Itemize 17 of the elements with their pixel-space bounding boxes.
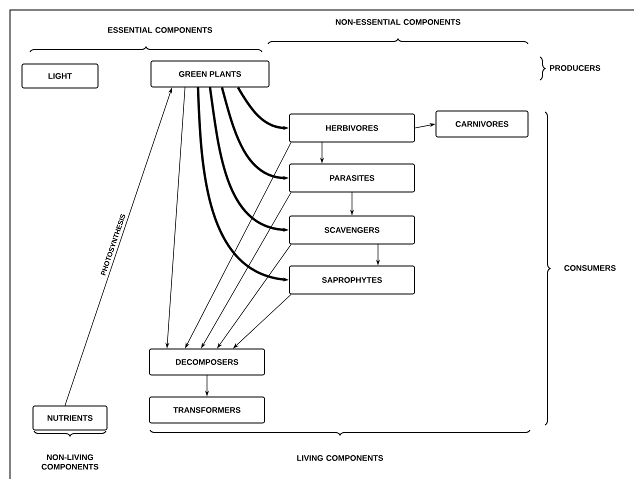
box: SAPROPHYTES: [289, 266, 415, 294]
box: HERBIVORES: [289, 114, 415, 142]
group-label: ESSENTIAL COMPONENTS: [108, 27, 212, 33]
box: LIGHT: [22, 64, 98, 88]
box: PARASITES: [289, 164, 415, 192]
box: TRANSFORMERS: [149, 396, 265, 424]
group-label: NON-LIVING COMPONENTS: [42, 454, 98, 470]
arrow: [233, 294, 292, 348]
box: DECOMPOSERS: [149, 348, 265, 376]
box: GREEN PLANTS: [150, 60, 270, 88]
box: SCAVENGERS: [289, 216, 415, 244]
group-label: CONSUMERS: [564, 265, 616, 271]
box: NUTRIENTS: [32, 406, 108, 430]
group-label: PRODUCERS: [550, 65, 600, 71]
group-label: LIVING COMPONENTS: [297, 455, 384, 461]
box: CARNIVORES: [436, 110, 528, 138]
group-label: NON-ESSENTIAL COMPONENTS: [336, 19, 460, 25]
